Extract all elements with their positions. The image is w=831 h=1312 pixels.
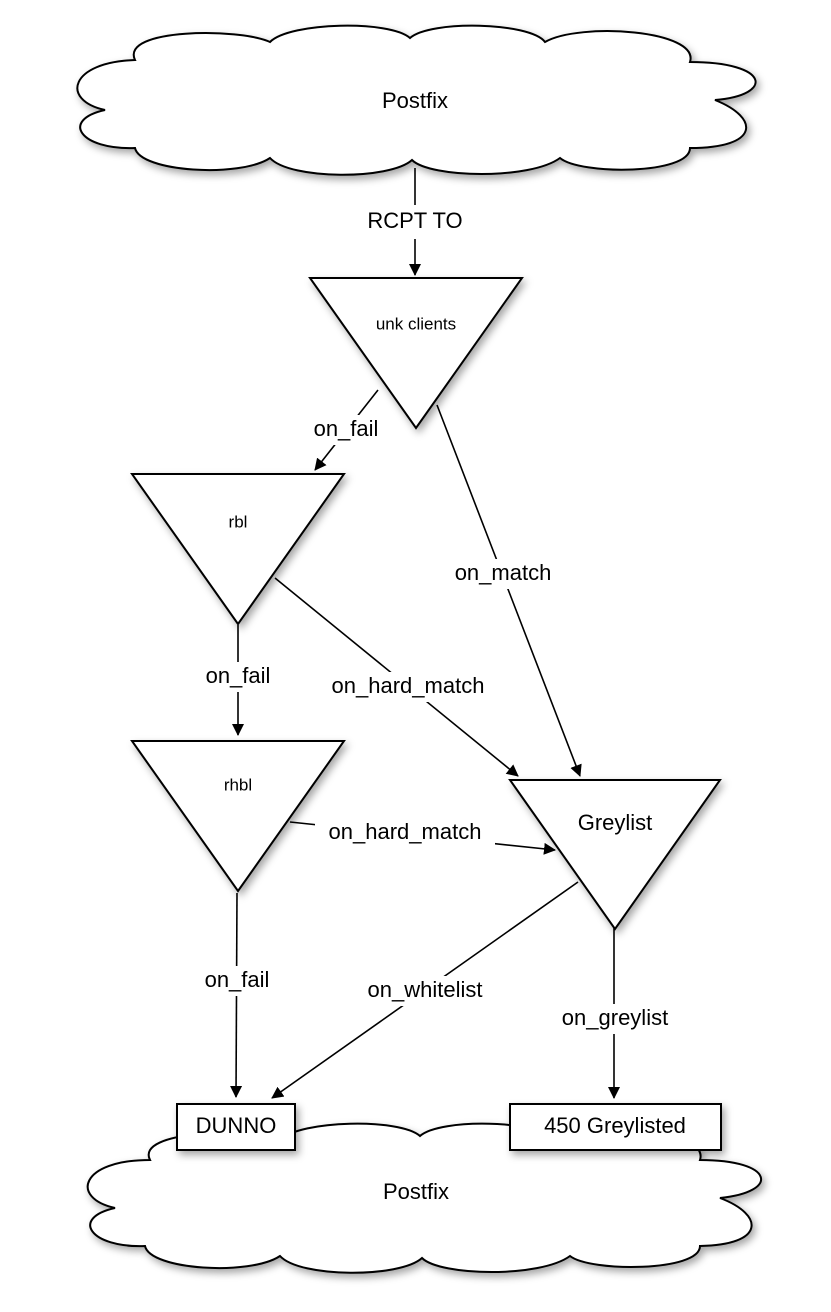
- dunno-node: DUNNO: [176, 1103, 296, 1151]
- greylisted-450-label: 450 Greylisted: [544, 1113, 686, 1138]
- rhbl-label: rhbl: [224, 775, 252, 794]
- label-rcpt-to: RCPT TO: [367, 208, 462, 233]
- unk-clients-node: unk clients: [308, 277, 524, 430]
- unk-clients-label: unk clients: [376, 314, 456, 333]
- label-rhbl-on-hard-match: on_hard_match: [329, 819, 482, 844]
- label-greylist-on-whitelist: on_whitelist: [368, 977, 483, 1002]
- postfix-top-cloud: Postfix: [76, 24, 757, 176]
- rhbl-node: rhbl: [130, 740, 346, 893]
- postfix-bottom-label: Postfix: [383, 1179, 449, 1204]
- greylist-node: Greylist: [508, 779, 722, 931]
- dunno-label: DUNNO: [196, 1113, 277, 1138]
- edge-unk-on-match: [436, 404, 582, 777]
- label-rbl-on-fail: on_fail: [206, 663, 271, 688]
- edge-labels: RCPT TO on_fail on_match on_fail on_hard…: [194, 205, 679, 1034]
- label-greylist-on-greylist: on_greylist: [562, 1005, 668, 1030]
- greylisted-450-node: 450 Greylisted: [509, 1103, 722, 1151]
- postfix-bottom-cloud: Postfix: [86, 1122, 763, 1274]
- label-unk-on-match: on_match: [455, 560, 552, 585]
- rbl-label: rbl: [229, 512, 248, 531]
- greylist-label: Greylist: [578, 810, 653, 835]
- label-unk-on-fail: on_fail: [314, 416, 379, 441]
- postfix-top-label: Postfix: [382, 88, 448, 113]
- label-rhbl-on-fail: on_fail: [205, 967, 270, 992]
- label-rbl-on-hard-match: on_hard_match: [332, 673, 485, 698]
- rbl-node: rbl: [130, 473, 346, 626]
